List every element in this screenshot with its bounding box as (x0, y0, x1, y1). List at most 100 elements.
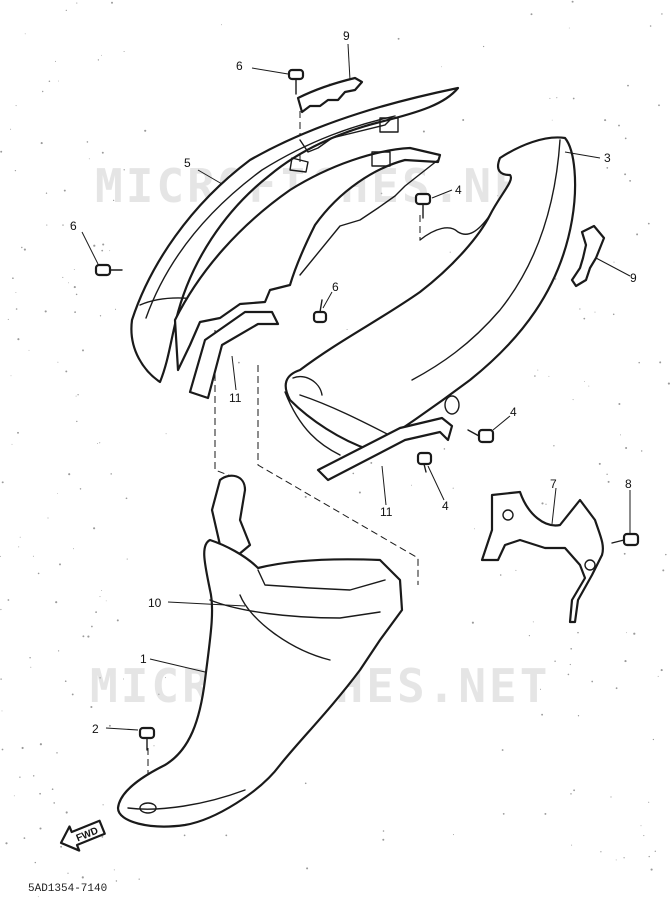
scan-speck (659, 361, 662, 364)
scan-speck (95, 611, 97, 613)
scan-speck (501, 749, 504, 751)
callout-2: 2 (92, 722, 99, 736)
callout-10: 10 (148, 596, 162, 610)
scan-speck (45, 192, 48, 194)
scan-speck (615, 859, 617, 861)
scan-speck (623, 857, 625, 859)
scan-speck (636, 233, 639, 236)
callout-4-low: 4 (442, 499, 449, 513)
scan-speck (57, 650, 60, 652)
scan-speck (598, 462, 601, 465)
forward-arrow-icon: FWD (59, 819, 106, 852)
scan-speck (17, 338, 20, 341)
scan-speck (18, 546, 20, 548)
scan-speck (32, 775, 35, 777)
scan-speck (69, 223, 71, 225)
scan-speck (661, 13, 663, 15)
scan-speck (125, 497, 128, 500)
scan-speck (629, 179, 632, 182)
scan-speck (44, 310, 47, 313)
scan-speck (648, 855, 650, 858)
scan-speck (65, 370, 68, 373)
scan-speck (48, 80, 51, 82)
scan-speck (612, 313, 615, 316)
scan-speck (15, 308, 18, 310)
scan-speck (618, 403, 621, 405)
callout-8: 8 (625, 477, 632, 491)
center-cover (116, 474, 404, 828)
scan-speck (47, 517, 49, 519)
scan-speck (99, 442, 101, 444)
callout-6-left: 6 (70, 219, 77, 233)
scan-speck (648, 801, 650, 803)
scan-speck (397, 37, 400, 40)
callout-1: 1 (140, 652, 147, 666)
scan-speck (76, 420, 78, 423)
scan-speck (75, 395, 77, 397)
scan-speck (462, 119, 465, 121)
callout-11-right: 11 (380, 505, 393, 519)
scan-speck (79, 488, 82, 490)
scan-speck (554, 278, 557, 280)
scan-speck (46, 224, 48, 226)
scan-speck (11, 443, 13, 445)
scan-speck (352, 472, 355, 475)
scan-speck (29, 656, 31, 659)
scan-speck (422, 130, 425, 133)
callout-5: 5 (184, 156, 191, 170)
scan-speck (591, 680, 594, 683)
trim-strip-right (316, 416, 454, 482)
scan-speck (441, 66, 442, 68)
scan-speck (567, 673, 570, 676)
scan-speck (15, 291, 17, 293)
scan-speck (638, 361, 640, 364)
scan-speck (153, 745, 155, 747)
callout-3: 3 (604, 151, 611, 165)
scan-speck (548, 375, 550, 377)
scan-speck (91, 625, 93, 628)
scan-speck (23, 248, 26, 251)
callout-6-top: 6 (236, 59, 243, 73)
scan-speck (100, 54, 102, 56)
scan-speck (39, 827, 42, 830)
scan-speck (115, 880, 118, 882)
scan-speck (112, 199, 115, 202)
scan-speck (452, 487, 454, 489)
scan-speck (76, 2, 78, 4)
scan-speck (654, 850, 656, 852)
scan-speck (14, 169, 17, 172)
scan-speck (71, 693, 74, 696)
scan-speck (10, 128, 12, 130)
clip-top (296, 76, 364, 114)
callout-labels: 9 6 5 3 4 6 9 6 11 4 11 4 7 8 10 1 2 (70, 29, 637, 736)
scan-speck (99, 676, 101, 679)
scan-speck (554, 660, 556, 663)
scan-speck (63, 189, 66, 192)
right-side-cover (284, 136, 577, 456)
scan-speck (652, 738, 655, 741)
scan-speck (102, 243, 105, 246)
scan-speck (304, 782, 307, 785)
scan-speck (65, 811, 68, 814)
scan-speck (82, 635, 85, 638)
scan-speck (1, 481, 4, 484)
scan-speck (499, 574, 502, 576)
scan-speck (34, 861, 37, 864)
scan-speck (21, 246, 23, 249)
callout-4-right: 4 (510, 405, 517, 419)
scan-speck (482, 45, 485, 48)
scan-speck (116, 619, 119, 622)
scan-speck (102, 804, 104, 806)
scan-speck (660, 669, 663, 672)
scan-speck (667, 382, 670, 385)
scan-speck (58, 80, 59, 82)
scan-speck (534, 375, 536, 377)
scan-speck (37, 572, 40, 575)
scan-speck (40, 142, 43, 145)
scan-speck (101, 249, 104, 252)
scan-speck (183, 834, 186, 837)
scan-speck (624, 660, 627, 663)
screw-6-top (287, 68, 305, 95)
scan-speck (1, 748, 4, 751)
scan-speck (101, 151, 104, 154)
